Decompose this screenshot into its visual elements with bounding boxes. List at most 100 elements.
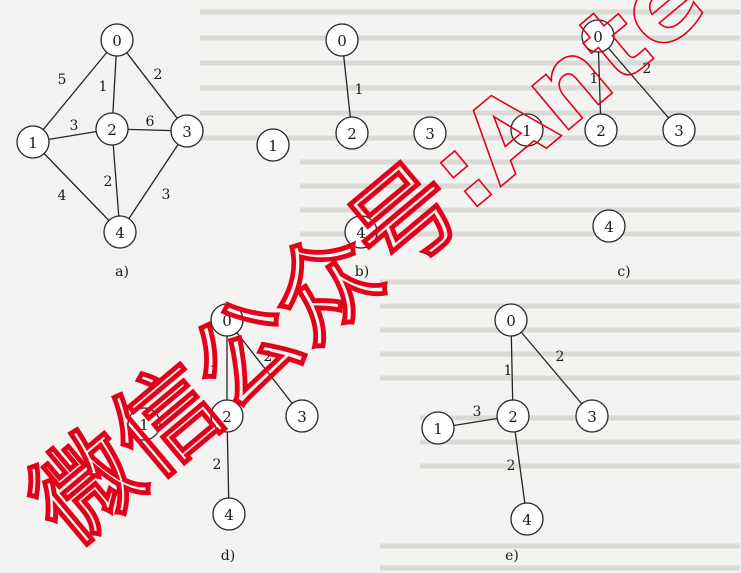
node-circle: [662, 113, 696, 147]
node-0: 0: [581, 19, 615, 53]
node-2: 2: [496, 399, 530, 433]
node-label: 0: [222, 312, 232, 330]
node-circle: [95, 112, 129, 146]
node-circle: [335, 116, 369, 150]
edge-weight-label: 1: [99, 79, 108, 95]
node-2: 2: [584, 113, 618, 147]
node-label: 2: [347, 125, 357, 143]
node-circle: [581, 19, 615, 53]
node-label: 1: [522, 122, 532, 140]
node-4: 4: [103, 215, 137, 249]
node-0: 0: [494, 303, 528, 337]
edge-2-4: [111, 128, 121, 233]
node-label: 2: [508, 408, 518, 426]
edge-0-1: [32, 39, 118, 143]
node-circle: [210, 303, 244, 337]
node-label: 0: [112, 32, 122, 50]
node-4: 4: [344, 215, 378, 249]
edge-weight-label: 4: [58, 188, 67, 204]
node-label: 3: [182, 123, 192, 141]
node-circle: [127, 407, 161, 441]
node-4: 4: [592, 209, 626, 243]
edge-weight-label: 2: [556, 349, 565, 365]
node-label: 0: [506, 312, 516, 330]
edge-weight-label: 1: [590, 71, 599, 87]
edge-weight-label: 2: [507, 458, 516, 474]
edge-0-3: [226, 319, 303, 417]
node-0: 0: [100, 23, 134, 57]
node-circle: [100, 23, 134, 57]
node-3: 3: [413, 116, 447, 150]
edge-weight-label: 2: [213, 457, 222, 473]
node-circle: [413, 116, 447, 150]
node-circle: [285, 399, 319, 433]
edge-weight-label: 1: [355, 82, 364, 98]
node-1: 1: [16, 125, 50, 159]
graph-panels: 5 1 2 3 6 4 2 3 0 1 2 3 4 a) 1 0 1 2 3 4 b) 1 2 0 1 2 3 4 c) 1 2 2 0 1 2 3 4…: [16, 19, 696, 564]
node-4: 4: [510, 502, 544, 536]
edge-weight-label: 2: [104, 174, 113, 190]
node-circle: [256, 128, 290, 162]
edge-weight-label: 6: [146, 114, 155, 130]
node-3: 3: [285, 399, 319, 433]
node-3: 3: [575, 399, 609, 433]
node-label: 1: [433, 420, 443, 438]
node-circle: [210, 399, 244, 433]
node-0: 0: [325, 23, 359, 57]
node-3: 3: [170, 114, 204, 148]
node-circle: [170, 114, 204, 148]
node-label: 2: [107, 121, 117, 139]
node-circle: [344, 215, 378, 249]
node-label: 3: [297, 408, 307, 426]
edge-2-4: [512, 415, 528, 520]
node-circle: [16, 125, 50, 159]
node-circle: [103, 215, 137, 249]
node-1: 1: [127, 407, 161, 441]
node-1: 1: [421, 411, 455, 445]
node-label: 0: [593, 28, 603, 46]
node-0: 0: [210, 303, 244, 337]
edge-weight-label: 5: [58, 72, 67, 88]
node-circle: [212, 497, 246, 531]
node-label: 2: [596, 122, 606, 140]
node-2: 2: [210, 399, 244, 433]
node-circle: [510, 502, 544, 536]
panel-caption: e): [505, 548, 519, 564]
node-circle: [584, 113, 618, 147]
node-3: 3: [662, 113, 696, 147]
edge-weight-label: 3: [162, 187, 171, 203]
node-label: 1: [139, 416, 149, 434]
panel-caption: c): [617, 264, 630, 280]
node-1: 1: [256, 128, 290, 162]
node-4: 4: [212, 497, 246, 531]
node-label: 4: [522, 511, 532, 529]
node-1: 1: [510, 113, 544, 147]
faded-text-background: [200, 9, 740, 571]
node-label: 4: [115, 224, 125, 242]
node-2: 2: [335, 116, 369, 150]
node-label: 2: [222, 408, 232, 426]
edge-0-3: [597, 35, 680, 131]
node-label: 4: [604, 218, 614, 236]
graph-panel-b: 1 0 1 2 3 4 b): [256, 23, 447, 280]
node-circle: [494, 303, 528, 337]
edge-1-4: [32, 141, 121, 233]
node-circle: [421, 411, 455, 445]
edge-weight-label: 3: [70, 118, 79, 134]
node-label: 3: [674, 122, 684, 140]
panel-caption: b): [355, 264, 369, 280]
edge-weight-label: 2: [643, 61, 652, 77]
node-label: 1: [268, 137, 278, 155]
node-circle: [325, 23, 359, 57]
node-label: 0: [337, 32, 347, 50]
node-circle: [575, 399, 609, 433]
node-label: 3: [587, 408, 597, 426]
edge-3-4: [119, 130, 188, 233]
node-2: 2: [95, 112, 129, 146]
node-circle: [496, 399, 530, 433]
panel-caption: a): [115, 264, 129, 280]
